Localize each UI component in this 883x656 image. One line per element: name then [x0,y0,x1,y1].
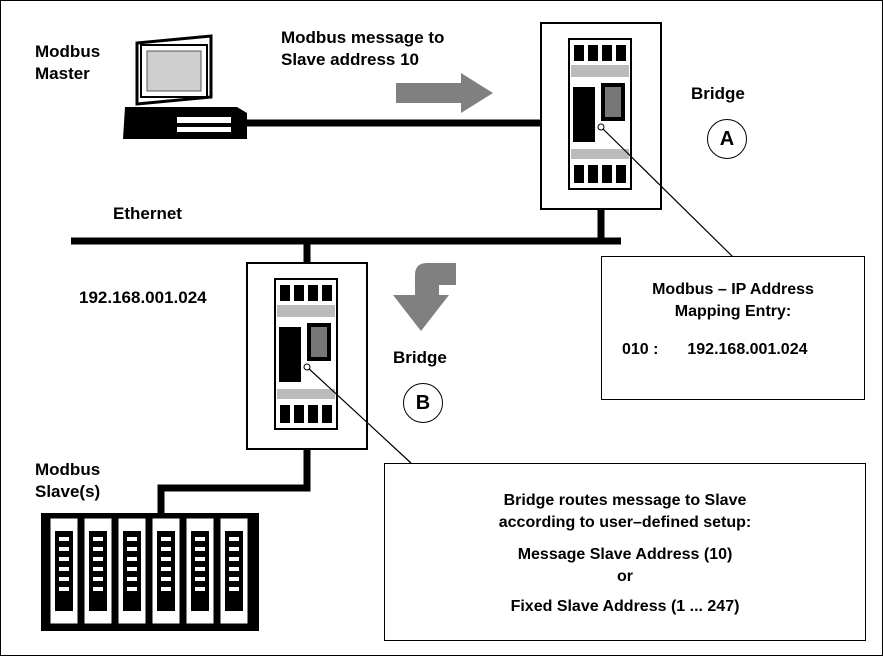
bridge-b-device-icon [246,262,368,450]
mapping-entry-address: 010 : [622,341,659,358]
mapping-title-line2: Mapping Entry: [674,303,792,320]
master-computer-icon [123,34,247,139]
message-label: Modbus message to Slave address 10 [281,27,444,71]
bridge-a-label: Bridge [691,84,745,103]
route-arrow [393,263,456,331]
master-label-line1: Modbus [35,42,101,61]
slave-label-line1: Modbus [35,460,101,479]
callout-line-a [600,126,734,258]
slave-label-line2: Slave(s) [35,482,101,501]
route-line1: Bridge routes message to Slave [503,492,747,509]
bridge-b-label: Bridge [393,348,447,367]
route-line4: or [617,568,633,585]
route-line2: according to user–defined setup: [498,514,752,531]
message-label-line1: Modbus message to [281,28,445,47]
bridge-b-tag: B [403,383,443,423]
slave-link-line [157,449,311,513]
message-label-line2: Slave address 10 [281,50,419,69]
routing-description-box: Bridge routes message to Slave according… [384,463,866,641]
mapping-entry-ip: 192.168.001.024 [687,341,808,358]
route-line5: Fixed Slave Address (1 ... 247) [510,598,740,615]
bridge-a-tag: A [707,119,747,159]
callout-line-b [306,366,412,464]
slave-label: Modbus Slave(s) [35,459,100,503]
message-arrow [396,73,493,113]
mapping-entry-box: Modbus – IP Address Mapping Entry: 010 :… [601,256,865,400]
master-label-line2: Master [35,64,90,83]
route-line3: Message Slave Address (10) [517,546,733,563]
ethernet-label: Ethernet [113,204,182,223]
bridge-b-ip-label: 192.168.001.024 [79,288,207,307]
mapping-title-line1: Modbus – IP Address [652,281,814,298]
slave-rack-icon [41,513,259,631]
master-label: Modbus Master [35,41,100,85]
bridge-a-device-icon [540,22,662,210]
